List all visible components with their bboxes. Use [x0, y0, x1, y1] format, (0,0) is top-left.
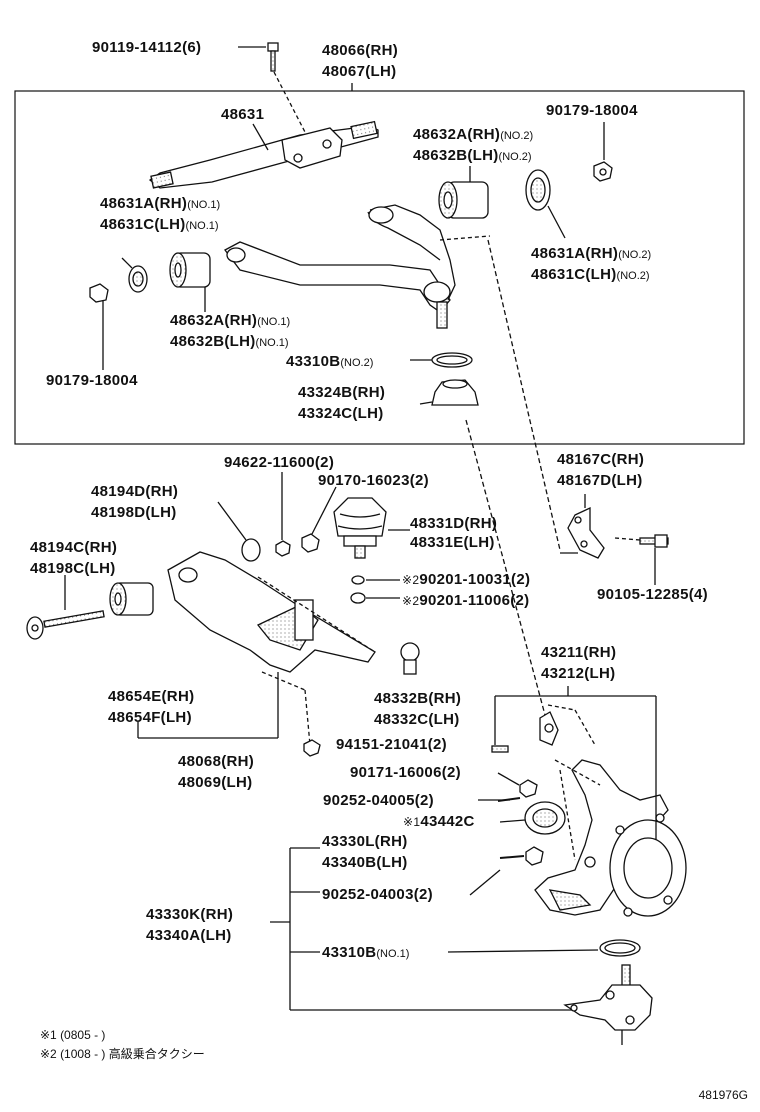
- label-no1-b: (NO.1): [185, 220, 219, 232]
- label-48632B-2: 48632B(LH)(NO.2): [413, 147, 532, 164]
- label-48631A-1: 48631A(RH)(NO.1): [100, 195, 221, 212]
- bolt-48194C-part: [26, 575, 105, 640]
- nut-90171-part: [497, 772, 538, 798]
- cotter-pin-90252-part: [478, 797, 521, 802]
- label-48632B-1: 48632B(LH)(NO.1): [170, 333, 289, 350]
- label-48654E: 48654E(RH): [108, 688, 195, 705]
- label-90252-b: 90252-04003(2): [322, 886, 433, 903]
- nut-43330L-part: [469, 846, 544, 896]
- label-43310B-upper: 43310B(NO.2): [286, 353, 374, 370]
- nut-94151-part: [303, 739, 321, 757]
- ball-48332B-part: [400, 642, 420, 675]
- label-48194C: 48194C(RH): [30, 539, 118, 556]
- diagram-code: 481976G: [698, 1088, 748, 1102]
- nut-90170-part: [301, 486, 337, 553]
- label-43330L: 43330L(RH): [322, 833, 408, 850]
- knuckle-43211-part: [494, 686, 687, 917]
- washers-90201-part: [350, 575, 400, 604]
- nut-90179-upper-part: [593, 122, 613, 182]
- label-48631A-2: 48631A(RH)(NO.2): [531, 245, 652, 262]
- label-48632A-2: 48632A(RH)(NO.2): [413, 126, 534, 143]
- label-90105: 90105-12285(4): [597, 586, 708, 603]
- shaft-48631-part: [148, 120, 379, 189]
- label-90179-lower: 90179-18004: [46, 372, 138, 389]
- label-90170: 90170-16023(2): [318, 472, 429, 489]
- label-48068: 48068(RH): [178, 753, 255, 770]
- boot-43442C-part: [499, 801, 566, 835]
- label-43340A: 43340A(LH): [146, 927, 232, 944]
- label-no1-e: (NO.1): [376, 948, 410, 960]
- label-48066: 48066(RH): [322, 42, 399, 59]
- label-90201-b: ※290201-11006(2): [402, 592, 530, 609]
- label-48331E: 48331E(LH): [410, 534, 495, 551]
- label-94622: 94622-11600(2): [224, 454, 335, 471]
- nut-94622-part: [275, 472, 291, 557]
- label-90201-a: ※290201-10031(2): [402, 571, 531, 588]
- label-48332B: 48332B(RH): [374, 690, 462, 707]
- label-94151: 94151-21041(2): [336, 736, 447, 753]
- lower-arm-part: [137, 551, 376, 746]
- label-mark2-b: ※2: [402, 594, 420, 608]
- label-48332C: 48332C(LH): [374, 711, 460, 728]
- label-43442C: ※143442C: [403, 813, 475, 830]
- label-43324C: 43324C(LH): [298, 405, 384, 422]
- label-43212: 43212(LH): [541, 665, 616, 682]
- ring-43310B-lower-part: [447, 939, 641, 957]
- label-48331D: 48331D(RH): [410, 515, 498, 532]
- upper-arm-group-frame: [14, 90, 745, 445]
- label-90119: 90119-14112(6): [92, 39, 202, 56]
- boot-43324B-part: [419, 379, 479, 406]
- bracket-48167C-part: [560, 494, 641, 559]
- bolt-90171-part: [491, 745, 509, 753]
- label-no1-d: (NO.1): [255, 337, 289, 349]
- bolt-90105-part: [639, 534, 669, 585]
- washer-48631A-2-part: [525, 169, 566, 239]
- label-90179-upper: 90179-18004: [546, 102, 638, 119]
- label-43211: 43211(RH): [541, 644, 617, 661]
- label-48198D: 48198D(LH): [91, 504, 177, 521]
- label-48194D: 48194D(RH): [91, 483, 179, 500]
- label-mark2-a: ※2: [402, 573, 420, 587]
- bushing-48632A-1-part: [169, 252, 211, 312]
- label-48067: 48067(LH): [322, 63, 397, 80]
- label-90252-a: 90252-04005(2): [323, 792, 434, 809]
- label-48631: 48631: [221, 106, 265, 123]
- label-no2-a: (NO.2): [500, 130, 534, 142]
- bushing-48632A-2-part: [438, 166, 489, 219]
- label-mark1: ※1: [403, 815, 421, 829]
- label-no2-e: (NO.2): [340, 357, 374, 369]
- label-48198C: 48198C(LH): [30, 560, 116, 577]
- label-48632A-1: 48632A(RH)(NO.1): [170, 312, 291, 329]
- ring-43310B-upper-part: [410, 352, 473, 368]
- washer-48194D-part: [217, 501, 261, 562]
- label-48167C: 48167C(RH): [557, 451, 645, 468]
- bushing-48654E-part: [109, 582, 154, 616]
- label-48167D: 48167D(LH): [557, 472, 643, 489]
- label-43340B: 43340B(LH): [322, 854, 408, 871]
- label-no2-c: (NO.2): [618, 249, 652, 261]
- label-43324B: 43324B(RH): [298, 384, 386, 401]
- washer-48631A-1-part: [121, 257, 148, 293]
- bumper-48331D-part: [333, 497, 410, 559]
- ball-joint-43330K-part: [563, 964, 653, 1045]
- label-90171: 90171-16006(2): [350, 764, 461, 781]
- footnote-2: ※2 (1008 - ) 高級乗合タクシー: [40, 1047, 205, 1061]
- label-48069: 48069(LH): [178, 774, 253, 791]
- label-no1-c: (NO.1): [257, 316, 291, 328]
- upper-arm-part: [224, 204, 491, 329]
- label-48631C-2: 48631C(LH)(NO.2): [531, 266, 650, 283]
- nut-90179-lower-part: [89, 283, 109, 370]
- footnote-1: ※1 (0805 - ): [40, 1028, 106, 1042]
- label-no1-a: (NO.1): [187, 199, 221, 211]
- label-48631C-1: 48631C(LH)(NO.1): [100, 216, 219, 233]
- label-48654F: 48654F(LH): [108, 709, 192, 726]
- label-no2-b: (NO.2): [498, 151, 532, 163]
- label-43330K: 43330K(RH): [146, 906, 234, 923]
- label-43310B-lower: 43310B(NO.1): [322, 944, 410, 961]
- bolt-90119-part: [238, 42, 307, 135]
- label-no2-d: (NO.2): [616, 270, 650, 282]
